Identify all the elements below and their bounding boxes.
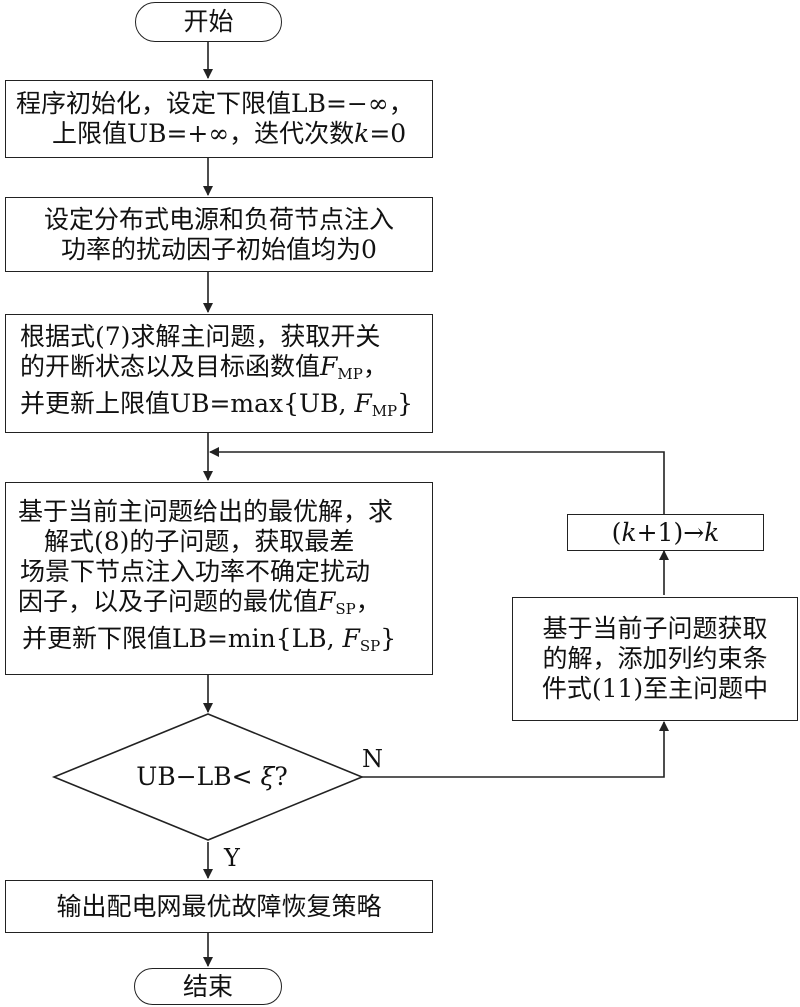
end-terminal: 结束 — [134, 968, 282, 1005]
start-terminal: 开始 — [135, 2, 282, 42]
end-label: 结束 — [182, 971, 233, 1001]
start-label: 开始 — [183, 7, 234, 36]
master-problem-box: 根据式(7)求解主问题，获取开关 的开断状态以及目标函数值FMP， 并更新上限值… — [5, 314, 433, 433]
increment-k-box: (k+1)→k — [567, 514, 764, 551]
decision-label: UB−LB< ξ? — [136, 762, 288, 791]
add-cut-line-2: 的解，添加列约束条 — [542, 644, 768, 673]
increment-k-label: (k+1)→k — [611, 517, 720, 547]
decision-diamond — [51, 713, 365, 841]
master-line-1: 根据式(7)求解主问题，获取开关 — [20, 321, 381, 351]
sub-problem-box: 基于当前主问题给出的最优解，求 解式(8)的子问题，获取最差 场景下节点注入功率… — [5, 482, 433, 675]
master-line-3: 并更新上限值UB=max{UB, FMP} — [20, 388, 414, 420]
init-process-box: 程序初始化，设定下限值LB=−∞， 上限值UB=+∞，迭代次数k=0 — [5, 80, 433, 158]
init-line-2: 上限值UB=+∞，迭代次数k=0 — [52, 119, 407, 148]
add-cut-line-3: 件式(11)至主问题中 — [541, 674, 769, 703]
master-line-2: 的开断状态以及目标函数值FMP， — [20, 351, 388, 383]
branch-no-label: N — [362, 745, 383, 773]
sub-line-4: 因子，以及子问题的最优值FSP， — [18, 586, 381, 618]
arrow-decision-no-to-addcut — [362, 721, 669, 778]
setfactor-process-box: 设定分布式电源和负荷节点注入 功率的扰动因子初始值均为0 — [5, 197, 433, 272]
output-process-box: 输出配电网最优故障恢复策略 — [5, 880, 433, 933]
branch-yes-label: Y — [224, 844, 240, 872]
setfactor-line-1: 设定分布式电源和负荷节点注入 — [43, 204, 394, 234]
sub-line-2: 解式(8)的子问题，获取最差 — [44, 526, 355, 556]
sub-line-3: 场景下节点注入功率不确定扰动 — [20, 556, 371, 586]
sub-line-5: 并更新下限值LB=min{LB, FSP} — [22, 623, 397, 655]
arrow-increment-loop-back — [209, 447, 665, 514]
sub-line-1: 基于当前主问题给出的最优解，求 — [18, 496, 394, 526]
setfactor-line-2: 功率的扰动因子初始值均为0 — [61, 234, 377, 264]
output-label: 输出配电网最优故障恢复策略 — [56, 891, 382, 921]
init-line-1: 程序初始化，设定下限值LB=−∞， — [16, 89, 414, 118]
add-cut-line-1: 基于当前子问题获取 — [542, 614, 768, 643]
add-cut-box: 基于当前子问题获取 的解，添加列约束条 件式(11)至主问题中 — [512, 597, 798, 721]
